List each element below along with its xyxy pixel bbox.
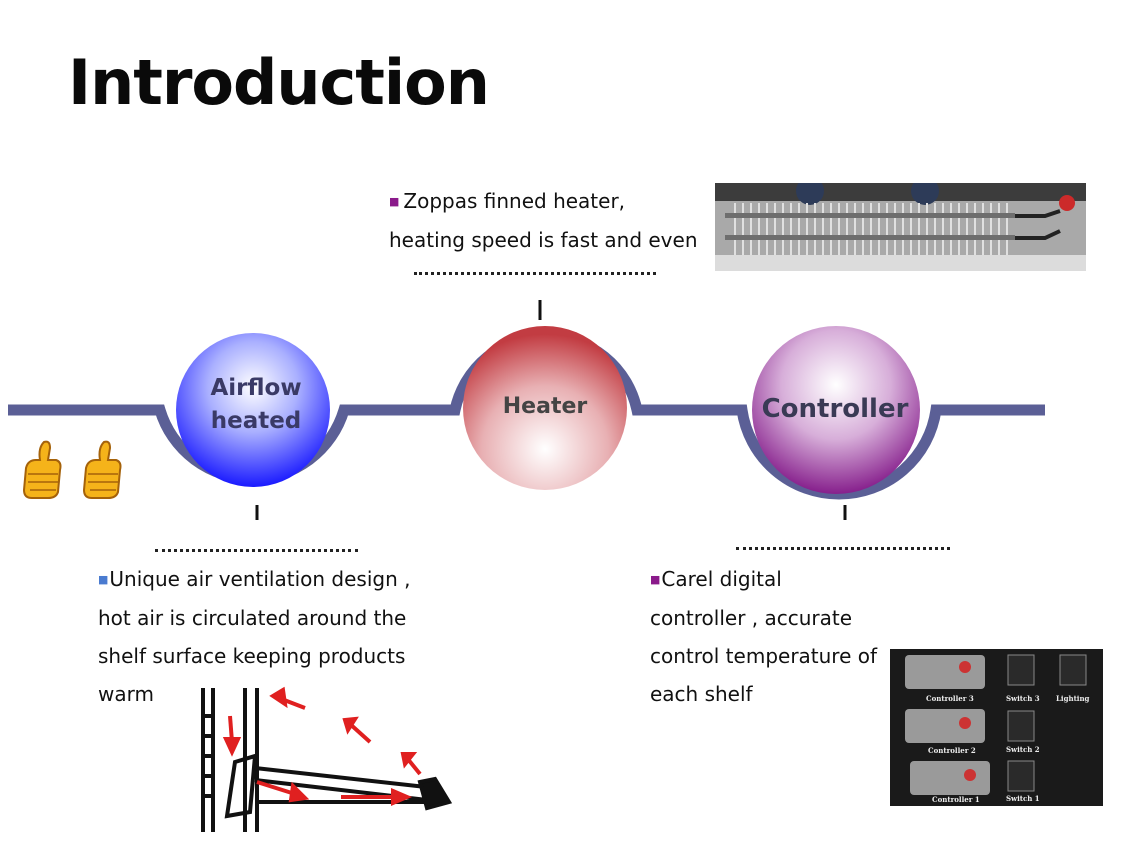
airflow-note: ■Unique air ventilation design , hot air… xyxy=(98,560,418,713)
panel-label-controller-1: Controller 1 xyxy=(932,795,980,804)
panel-label-controller-3: Controller 3 xyxy=(926,694,974,703)
heater-note-text: Zoppas finned heater, heating speed is f… xyxy=(389,189,698,252)
controller-note-text: Carel digital controller , accurate cont… xyxy=(650,567,878,706)
bullet-icon: ■ xyxy=(389,195,400,208)
airflow-label-line2: heated xyxy=(210,408,302,434)
controller-dotted-rule xyxy=(736,547,950,550)
controller-node-label: Controller xyxy=(761,394,909,424)
heater-dotted-rule xyxy=(414,272,656,275)
controller-note: ■Carel digital controller , accurate con… xyxy=(650,560,882,713)
airflow-label-line1: Airflow xyxy=(210,375,302,401)
panel-label-lighting: Lighting xyxy=(1056,694,1090,703)
airflow-node-label: Airflow heated xyxy=(176,372,336,438)
heater-node-label: Heater xyxy=(502,394,588,419)
thumbs-up-icon xyxy=(22,440,62,499)
heater-note: ■Zoppas finned heater, heating speed is … xyxy=(389,182,704,259)
controller-node xyxy=(752,326,920,494)
heater-node xyxy=(463,326,627,490)
bullet-icon: ■ xyxy=(98,573,109,586)
timeline-diagram xyxy=(8,300,1045,520)
page-title: Introduction xyxy=(68,46,490,119)
thumbs-up-icons xyxy=(22,440,122,499)
airflow-dotted-rule xyxy=(155,549,358,552)
panel-label-switch-2: Switch 2 xyxy=(1006,745,1040,754)
airflow-node xyxy=(176,333,330,487)
thumbs-up-icon xyxy=(82,440,122,499)
finned-heater-photo xyxy=(715,183,1086,271)
panel-label-switch-1: Switch 1 xyxy=(1006,794,1040,803)
panel-label-controller-2: Controller 2 xyxy=(928,746,976,755)
airflow-note-text: Unique air ventilation design , hot air … xyxy=(98,567,411,706)
panel-label-switch-3: Switch 3 xyxy=(1006,694,1040,703)
bullet-icon: ■ xyxy=(650,573,661,586)
controller-panel-photo: Controller 3 Switch 3 Lighting Controlle… xyxy=(890,649,1103,806)
airflow-diagram xyxy=(201,686,453,832)
